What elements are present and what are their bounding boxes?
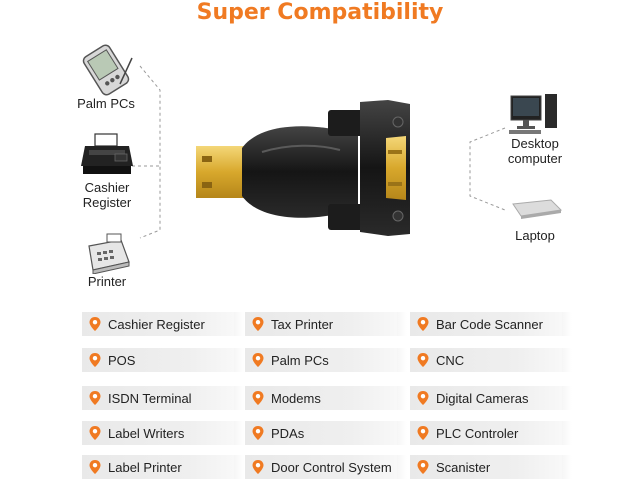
device-label: Laptop [515,228,555,243]
compat-tag-label: CNC [436,352,465,368]
compat-tag-label: PDAs [271,425,305,441]
compat-tag-label: ISDN Terminal [108,390,192,406]
compat-tag-label: Bar Code Scanner [436,316,543,332]
location-pin-icon [252,426,264,440]
location-pin-icon [417,426,429,440]
location-pin-icon [252,317,264,331]
compat-tag: Label Writers [82,421,244,445]
compat-tag-label: Label Printer [108,459,182,475]
compat-tag: Digital Cameras [410,386,572,410]
location-pin-icon [252,391,264,405]
location-pin-icon [89,353,101,367]
compat-tag: CNC [410,348,572,372]
device-label: Cashier Register [82,180,132,210]
desktop-computer-icon [509,94,557,134]
device-palm-pcs: Palm PCs [68,44,144,111]
cashier-register-icon [81,133,133,174]
compat-tag-label: POS [108,352,136,368]
compat-tag: PLC Controler [410,421,572,445]
location-pin-icon [89,317,101,331]
device-laptop: Laptop [504,196,566,243]
location-pin-icon [417,317,429,331]
compat-tag: POS [82,348,244,372]
usb-to-serial-adapter-icon [196,100,410,236]
device-label: Palm PCs [77,96,135,111]
compat-tag: Modems [245,386,407,410]
location-pin-icon [417,353,429,367]
compat-tag: Scanister [410,455,572,479]
compat-tag-label: Scanister [436,459,491,475]
compat-tag: Door Control System [245,455,407,479]
compat-tag: Bar Code Scanner [410,312,572,336]
compat-tag-label: Tax Printer [271,316,334,332]
laptop-icon [512,199,563,219]
compat-tag: Cashier Register [82,312,244,336]
device-cashier-register: Cashier Register [72,132,142,210]
printer-icon [88,233,130,274]
palm-pc-icon [82,44,133,96]
compat-tag-label: Cashier Register [108,316,205,332]
compat-tag-label: Digital Cameras [436,390,529,406]
location-pin-icon [252,353,264,367]
compat-tag: Palm PCs [245,348,407,372]
location-pin-icon [252,460,264,474]
location-pin-icon [417,391,429,405]
compat-tag-label: Modems [271,390,321,406]
compat-tag: Tax Printer [245,312,407,336]
compat-tag-label: Label Writers [108,425,185,441]
compat-tag: PDAs [245,421,407,445]
location-pin-icon [89,391,101,405]
device-label: Printer [87,274,127,289]
device-printer: Printer [76,232,138,289]
location-pin-icon [89,426,101,440]
compat-tag: ISDN Terminal [82,386,244,410]
compat-tag: Label Printer [82,455,244,479]
compat-tag-label: PLC Controler [436,425,519,441]
device-desktop-computer: Desktop computer [500,92,570,166]
compat-tag-label: Door Control System [271,459,392,475]
compat-tag-label: Palm PCs [271,352,329,368]
location-pin-icon [417,460,429,474]
location-pin-icon [89,460,101,474]
device-label: Desktop computer [507,136,563,166]
page-title: Super Compatibility [196,0,444,25]
